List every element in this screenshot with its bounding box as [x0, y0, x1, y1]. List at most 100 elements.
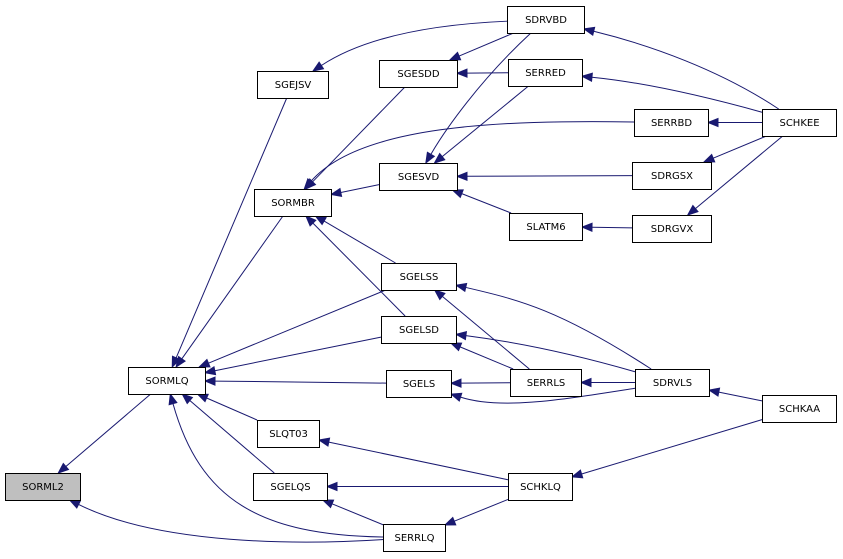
edge-line — [172, 403, 384, 538]
edge-line — [465, 286, 652, 370]
arrowhead-icon — [329, 187, 343, 198]
node-sgelss[interactable]: SGELSS — [381, 263, 457, 291]
edge-sdrgsx-to-sgesvd — [455, 171, 633, 182]
node-box — [257, 420, 320, 448]
edge-schkee-to-sdrgsx — [702, 135, 767, 163]
node-sormlq[interactable]: SORMLQ — [128, 367, 206, 395]
node-label: SDRGSX — [651, 171, 693, 182]
node-sgels[interactable]: SGELS — [386, 370, 452, 398]
arrowhead-icon — [311, 61, 325, 72]
node-label: SGELSD — [399, 325, 439, 336]
edge-sgelsd-to-sormbr — [304, 215, 406, 317]
node-schkee[interactable]: SCHKEE — [762, 109, 837, 137]
node-serrbd[interactable]: SERRBD — [634, 109, 709, 137]
node-schklq[interactable]: SCHKLQ — [508, 473, 573, 501]
arrowhead-icon — [449, 392, 463, 402]
edge-line — [460, 387, 636, 404]
arrowhead-icon — [582, 26, 596, 36]
node-slatm6[interactable]: SLATM6 — [509, 213, 583, 241]
node-box — [254, 189, 332, 217]
node-sgesvd[interactable]: SGESVD — [379, 163, 458, 191]
node-serred[interactable]: SERRED — [508, 59, 583, 87]
edge-line — [430, 32, 532, 155]
node-box — [5, 473, 81, 501]
node-sgesdd[interactable]: SGESDD — [379, 60, 458, 88]
node-label: SGEJSV — [275, 80, 312, 91]
node-sgelsd[interactable]: SGELSD — [381, 316, 457, 344]
node-sgelqs[interactable]: SGELQS — [253, 473, 328, 501]
node-schkaa[interactable]: SCHKAA — [762, 395, 837, 423]
edge-line — [340, 184, 380, 193]
arrowhead-icon — [448, 51, 462, 61]
edge-schklq-to-serrlq — [443, 498, 509, 526]
edge-line — [441, 85, 529, 158]
arrowhead-icon — [425, 151, 436, 165]
edge-line — [591, 76, 763, 113]
arrowhead-icon — [68, 499, 82, 509]
edge-schkaa-to-schklq — [570, 419, 763, 479]
arrowhead-icon — [197, 358, 211, 368]
edge-line — [175, 97, 288, 358]
edge-line — [713, 135, 767, 159]
node-box — [508, 59, 583, 87]
arrowhead-icon — [702, 153, 716, 163]
edge-slqt03-to-sormlq — [196, 393, 258, 421]
edge-line — [78, 504, 384, 543]
edge-schkee-to-serrbd — [706, 117, 762, 128]
edge-serrls-to-sgelsd — [449, 342, 514, 370]
node-label: SERRBD — [651, 118, 692, 129]
edge-serred-to-sgesdd — [455, 68, 509, 78]
arrowhead-icon — [57, 462, 70, 474]
node-label: SCHKEE — [779, 118, 819, 129]
edge-sgesvd-to-sormbr — [329, 184, 380, 198]
node-serrlq[interactable]: SERRLQ — [383, 524, 446, 552]
node-box — [508, 473, 573, 501]
node-box — [510, 369, 582, 397]
node-label: SLQT03 — [269, 429, 308, 440]
node-box — [379, 60, 458, 88]
node-sdrvbd[interactable]: SDRVBD — [507, 6, 585, 34]
node-sormbr[interactable]: SORMBR — [254, 189, 332, 217]
node-label: SORMLQ — [145, 376, 188, 387]
edge-sormbr-to-sormlq — [175, 215, 284, 369]
node-label: SERRED — [525, 68, 566, 79]
node-sdrgsx[interactable]: SDRGSX — [632, 162, 712, 190]
node-label: SGELQS — [270, 482, 310, 493]
node-slqt03[interactable]: SLQT03 — [257, 420, 320, 448]
arrowhead-icon — [454, 330, 468, 341]
node-label: SORMBR — [271, 198, 315, 209]
node-sdrvls[interactable]: SDRVLS — [635, 369, 710, 397]
arrowhead-icon — [181, 393, 194, 405]
node-label: SCHKAA — [779, 404, 820, 415]
arrowhead-icon — [314, 215, 327, 226]
node-sdrgvx[interactable]: SDRGVX — [632, 215, 712, 243]
edge-line — [459, 346, 514, 370]
arrowhead-icon — [175, 355, 186, 369]
node-serrls[interactable]: SERRLS — [510, 369, 582, 397]
edge-sdrvls-to-sgelsd — [454, 330, 636, 373]
node-sgejsv[interactable]: SGEJSV — [257, 71, 329, 99]
node-label: SGESVD — [398, 172, 440, 183]
edge-line — [461, 193, 512, 214]
node-label: SGELSS — [400, 272, 439, 283]
edge-line — [181, 215, 284, 360]
edge-line — [593, 30, 779, 110]
arrowhead-icon — [203, 376, 216, 386]
edge-serrlq-to-sormlq — [168, 392, 384, 538]
arrowhead-icon — [433, 152, 446, 164]
edge-sdrvls-to-sgelss — [454, 282, 652, 370]
arrowhead-icon — [168, 392, 178, 406]
edge-line — [214, 380, 387, 384]
node-label: SERRLS — [527, 378, 565, 389]
edge-sdrvls-to-sgels — [449, 387, 636, 404]
edge-line — [466, 175, 633, 177]
edge-line — [206, 397, 258, 421]
edge-serrls-to-sgelss — [433, 289, 530, 370]
node-label: SCHKLQ — [520, 482, 561, 493]
node-label: SDRVLS — [653, 378, 692, 389]
arrowhead-icon — [580, 72, 593, 82]
arrowhead-icon — [579, 377, 592, 388]
arrowhead-icon — [449, 342, 463, 352]
arrowhead-icon — [304, 215, 317, 227]
